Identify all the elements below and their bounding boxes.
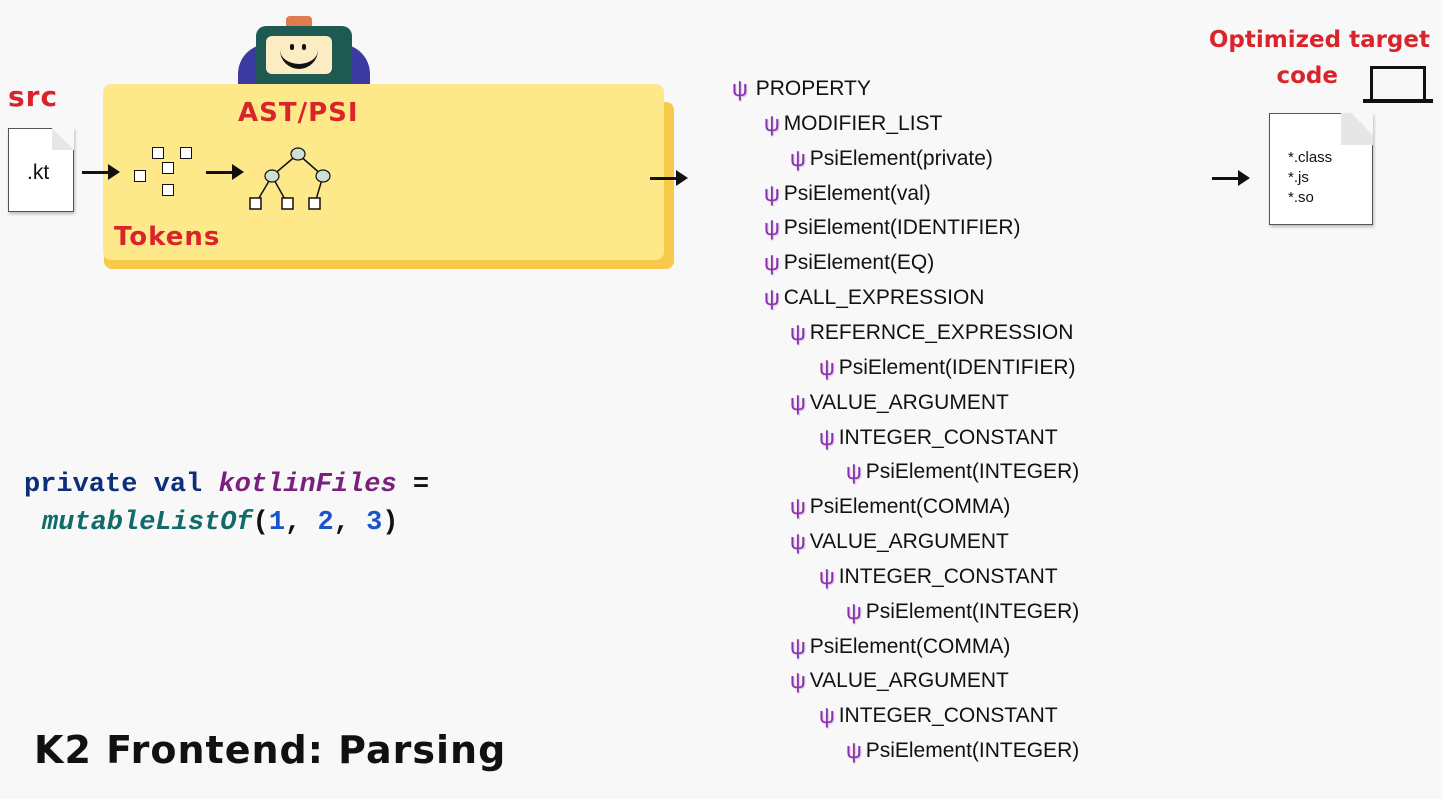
arrow-icon [1212, 170, 1250, 186]
tokens-label: Tokens [114, 222, 221, 252]
tree-node-label: PROPERTY [755, 77, 871, 100]
code-paren: ) [382, 508, 399, 538]
psi-icon: ψ [790, 389, 806, 415]
parser-box [103, 84, 664, 260]
psi-icon: ψ [819, 424, 835, 450]
robot-mascot-icon [238, 16, 370, 104]
psi-icon: ψ [764, 250, 780, 276]
code-line-2: mutableListOf(1, 2, 3) [42, 508, 398, 538]
tree-node-label: PsiElement(COMMA) [809, 634, 1011, 658]
output-file-class: *.class [1288, 149, 1333, 166]
tree-node-label: PsiElement(EQ) [783, 251, 935, 275]
tree-node-label: VALUE_ARGUMENT [809, 530, 1009, 554]
code-number: 1 [268, 508, 286, 538]
src-file-label: .kt [27, 161, 50, 184]
psi-icon: ψ [764, 285, 780, 311]
code-comma: , [285, 508, 318, 538]
code-number: 2 [317, 508, 334, 538]
psi-icon: ψ [790, 494, 806, 520]
output-file-so: *.so [1288, 189, 1314, 206]
psi-icon: ψ [764, 180, 780, 206]
tree-node-label: CALL_EXPRESSION [783, 286, 985, 310]
tree-node-label: PsiElement(val) [783, 181, 931, 205]
psi-icon: ψ [732, 76, 748, 101]
laptop-base [1363, 99, 1433, 103]
output-file-js: *.js [1288, 169, 1309, 186]
tree-node-label: INTEGER_CONSTANT [838, 425, 1058, 449]
arrow-icon [206, 164, 244, 180]
psi-icon: ψ [790, 633, 806, 659]
src-file-icon: .kt [8, 128, 74, 212]
tree-diagram-icon [249, 147, 331, 210]
tree-node-label: INTEGER_CONSTANT [838, 564, 1058, 588]
tree-node-label: PsiElement(INTEGER) [865, 599, 1080, 623]
tree-node-label: VALUE_ARGUMENT [809, 390, 1009, 414]
code-comma: , [333, 508, 367, 538]
arrow-icon [650, 170, 688, 186]
code-number: 3 [366, 508, 383, 538]
target-title-line1: Optimized target [1208, 27, 1430, 53]
laptop-icon [1370, 66, 1426, 100]
tree-node-label: PsiElement(IDENTIFIER) [838, 355, 1076, 379]
psi-icon: ψ [790, 668, 806, 694]
tree-node-label: REFERNCE_EXPRESSION [809, 320, 1074, 344]
code-line-1: private val kotlinFiles = [24, 470, 429, 500]
psi-icon: ψ [819, 703, 835, 729]
tree-node: ψ PROPERTY [732, 76, 871, 102]
psi-icon: ψ [764, 215, 780, 241]
tree-node-label: PsiElement(IDENTIFIER) [783, 216, 1021, 240]
psi-icon: ψ [790, 145, 806, 171]
psi-icon: ψ [819, 563, 835, 589]
code-keyword: private [24, 470, 138, 500]
src-label: src [8, 80, 59, 113]
code-paren: ( [252, 508, 269, 538]
psi-icon: ψ [846, 598, 862, 624]
code-identifier: kotlinFiles [218, 470, 397, 500]
psi-icon: ψ [819, 354, 835, 380]
code-operator: = [412, 470, 430, 500]
tree-node-label: MODIFIER_LIST [783, 111, 943, 135]
tree-node-label: PsiElement(INTEGER) [865, 739, 1080, 763]
psi-icon: ψ [764, 110, 780, 136]
psi-icon: ψ [790, 319, 806, 345]
arrow-icon [82, 164, 120, 180]
tree-node-label: INTEGER_CONSTANT [838, 704, 1058, 728]
target-title: Optimized target code [1150, 22, 1430, 94]
psi-icon: ψ [846, 738, 862, 764]
tree-node-label: PsiElement(INTEGER) [865, 460, 1080, 484]
target-title-line2: code [1276, 63, 1339, 89]
output-file-icon: *.class *.js *.so [1269, 113, 1373, 225]
tree-node-label: PsiElement(private) [809, 146, 993, 170]
slide-title: K2 Frontend: Parsing [34, 728, 507, 772]
tree-node-label: PsiElement(COMMA) [809, 495, 1011, 519]
psi-icon: ψ [846, 459, 862, 485]
code-function: mutableListOf [42, 508, 253, 538]
code-keyword: val [153, 470, 203, 500]
tree-node-label: VALUE_ARGUMENT [809, 669, 1009, 693]
ast-psi-label: AST/PSI [238, 98, 359, 128]
psi-icon: ψ [790, 529, 806, 555]
